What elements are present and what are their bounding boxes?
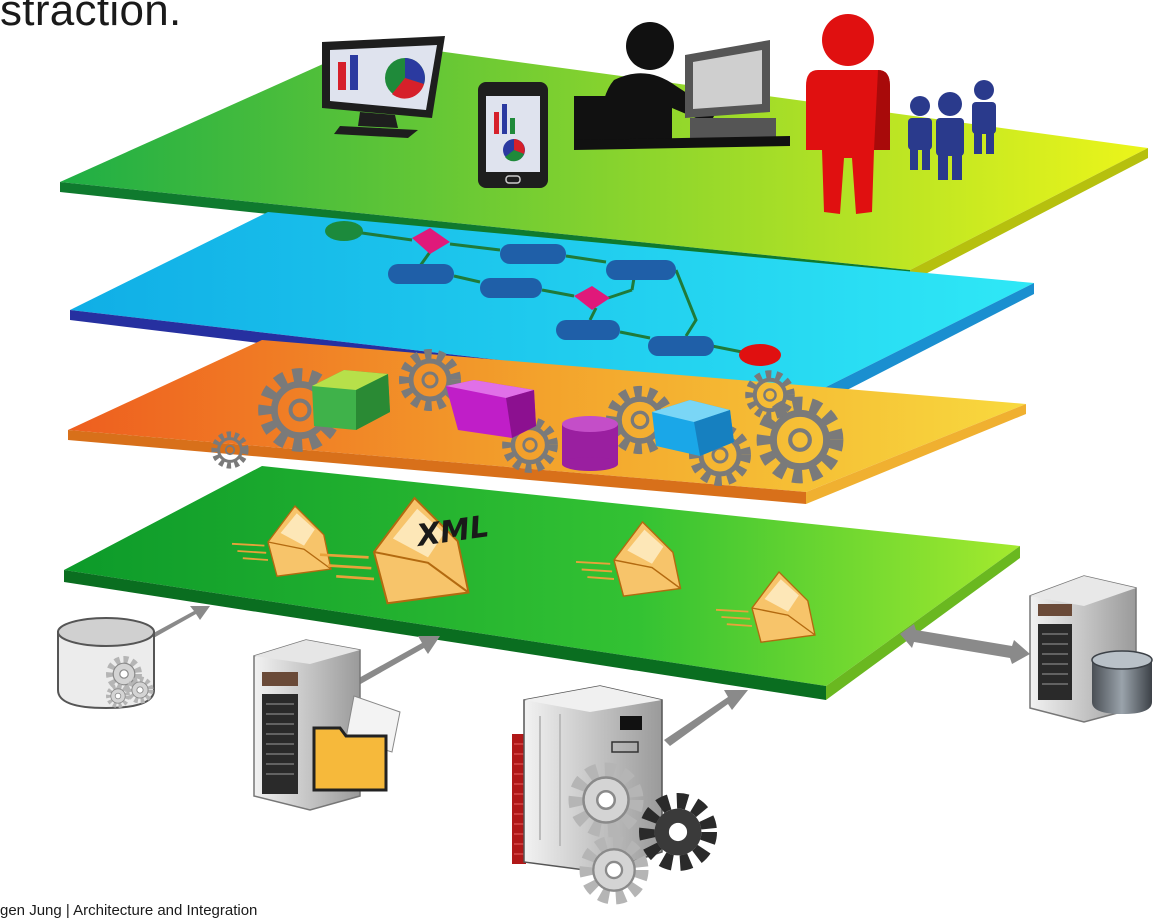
cylinder-icon xyxy=(562,416,618,471)
database-icon xyxy=(57,617,155,710)
user-red-icon xyxy=(806,14,890,214)
folder-icon xyxy=(312,695,401,792)
slide-title-fragment: straction. xyxy=(0,0,182,35)
server-icon xyxy=(253,639,361,811)
services-layer xyxy=(68,340,1026,504)
cube-icon xyxy=(312,370,390,430)
process-flow xyxy=(325,221,781,366)
prism-icon xyxy=(446,380,536,438)
database-icon xyxy=(1091,650,1153,714)
integration-layer xyxy=(64,466,1020,700)
hexagon-icon xyxy=(652,400,734,456)
mainframe-server-icon xyxy=(512,685,663,873)
connection-arrows xyxy=(148,606,1030,746)
footer-caption: gen Jung | Architecture and Integration xyxy=(0,902,258,919)
user-at-computer-icon xyxy=(574,22,790,150)
monitor-chart-icon xyxy=(322,36,445,138)
tablet-chart-icon xyxy=(478,82,548,188)
user-group-icon xyxy=(908,80,996,180)
